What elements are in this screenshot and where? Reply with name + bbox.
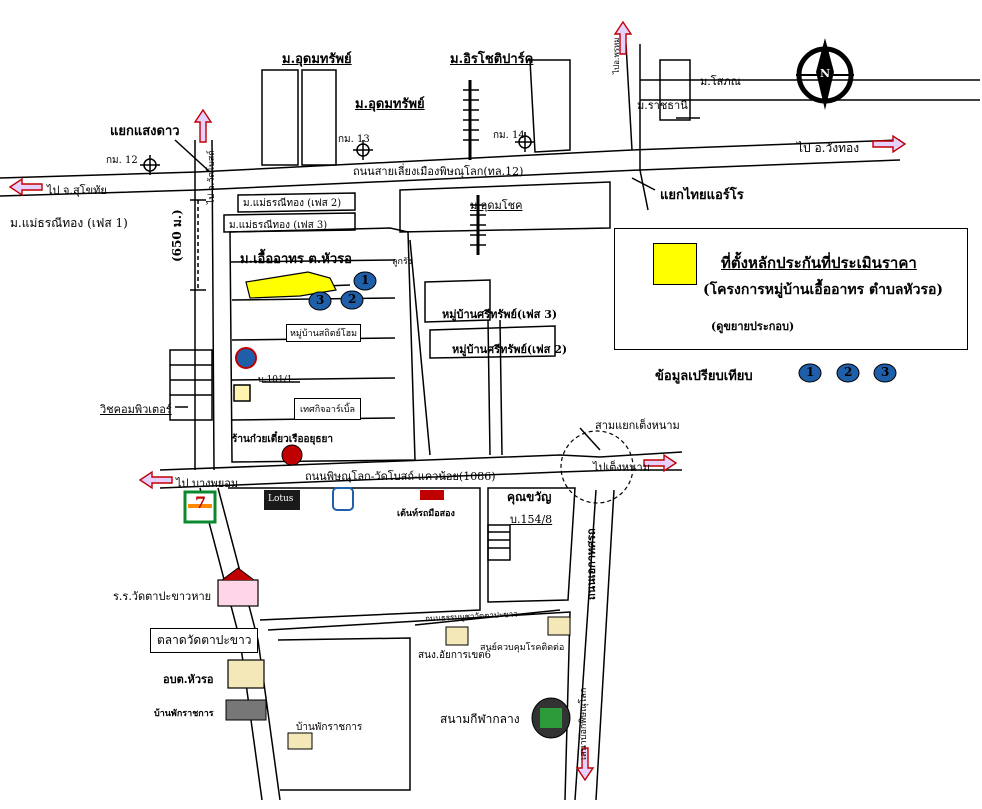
- legend-marker-3-num: 3: [881, 365, 890, 379]
- arrow-east-wangthong: [872, 134, 907, 154]
- legend-swatch: [653, 243, 697, 285]
- compare-marker-3: [308, 291, 332, 311]
- label-official-house-2: บ้านพักราชการ: [296, 722, 363, 733]
- legend-subtitle: (โครงการหมู่บ้านเอื้ออาทร ตำบลหัวรอ): [703, 282, 944, 298]
- label-srisap-3: หมู่บ้านศรีทรัพย์(เฟส 3): [442, 308, 558, 321]
- label-maethorn-1: ม.แม่ธรณีทอง (เฟส 1): [10, 216, 128, 230]
- label-to-bangkrathum: ไป บางพยอม: [176, 477, 239, 490]
- poi-icons: [183, 347, 571, 750]
- arrow-west-sukhothai: [8, 177, 43, 197]
- label-km12: กม. 12: [106, 155, 138, 166]
- legend-title: ที่ตั้งหลักประกันที่ประเมินราคา: [721, 254, 917, 272]
- label-khunkhwanyu: คุณขวัญ: [507, 490, 552, 504]
- label-udomchok: ม.อุดมโชค: [470, 199, 523, 212]
- legend-marker-2-num: 2: [844, 365, 853, 379]
- road-lines: [0, 43, 980, 801]
- gas-station-icon: [235, 347, 257, 369]
- north-compass: [796, 38, 854, 110]
- label-udomsap-2: ม.อุดมทรัพย์: [355, 97, 425, 112]
- tengnam-circle: [560, 430, 634, 504]
- label-office-zone6: สนง.อัยการเขต6: [418, 650, 492, 661]
- label-market: ตลาดวัดตาปะขาว: [150, 628, 259, 653]
- label-srisap-2: หมู่บ้านศรีทรัพย์(เฟส 2): [452, 343, 568, 356]
- label-road-1086: ถนนพิษณุโลก-วัดโบสถ์-แควน้อย(1086): [305, 470, 496, 483]
- label-tengnam: สามแยกเต็งหนาม: [595, 419, 680, 432]
- house-icon: [233, 384, 251, 402]
- label-to-tengnam: ไปเต็งหนาม: [593, 461, 650, 474]
- label-maethorn-2: ม.แม่ธรณีทอง (เฟส 2): [243, 198, 342, 209]
- label-house-154: บ.154/8: [510, 513, 553, 526]
- label-road-right-2: เสนาบ๊อกพิษณุโลก: [579, 687, 589, 760]
- zone-office-icon: [445, 626, 469, 646]
- compare-label: ข้อมูลเปรียบเทียบ: [655, 369, 753, 384]
- bank-logo-icon: [332, 487, 354, 511]
- official-house-icon: [225, 699, 267, 721]
- map-marker-1-num: 1: [361, 273, 370, 287]
- arrow-south-road: [575, 747, 595, 782]
- label-center: สนย์ควบคุมโรคติดต่อ: [480, 643, 565, 653]
- label-maethorn-3: ม.แม่ธรณีทอง (เฟส 3): [229, 220, 328, 231]
- legend-note: (ดูขยายประกอบ): [711, 320, 795, 333]
- label-village-small: หมู่บ้านสถิตย์โฮม: [286, 324, 362, 342]
- arrow-north-left-road: [193, 108, 213, 143]
- disease-center-icon: [547, 616, 571, 636]
- label-noodle-shop: ร้านก๋วยเตี๋ยวเรืออยุธยา: [232, 434, 333, 445]
- label-kaniang: ลูกรัง: [392, 257, 413, 267]
- label-km14: กม. 14: [493, 130, 525, 141]
- label-saengdao: แยกแสงดาว: [110, 124, 180, 139]
- arrow-north-right-road: [613, 20, 633, 55]
- label-km13: กม. 13: [338, 134, 370, 145]
- label-official-house: บ้านพักราชการ: [154, 709, 214, 719]
- label-house-no: บ.101/1: [258, 375, 293, 385]
- label-to-wangthong: ไป อ.วังทอง: [797, 141, 860, 155]
- compare-marker-2: [340, 290, 364, 310]
- arrow-east-tengnam: [643, 453, 678, 473]
- label-stadium: สนามกีฬากลาง: [440, 712, 520, 726]
- label-irichot: ม.อิรโชติปาร์ค: [450, 52, 534, 67]
- label-road-phuthai: ไปอ.พรหม: [612, 37, 621, 74]
- sao-building-icon: [227, 659, 265, 689]
- lotus-logo-icon: [264, 490, 300, 510]
- legend-marker-1-num: 1: [806, 365, 815, 379]
- label-length: (650 ม.): [170, 209, 184, 262]
- label-to-sukhothai: ไป จ.สุโขทัย: [47, 184, 107, 197]
- legend-box: ที่ตั้งหลักประกันที่ประเมินราคา (โครงการ…: [614, 228, 968, 350]
- map-marker-3-num: 3: [316, 293, 325, 307]
- label-mosaphon: ม.โสภณ: [700, 75, 741, 88]
- label-commerce-tech: วิชคอมพิวเตอร์: [100, 403, 172, 416]
- label-rachathani: ม.ราชธานี: [637, 99, 688, 112]
- label-eua-arthorn: ม.เอื้ออาทร ต.หัวรอ: [240, 252, 352, 267]
- label-road-right: ถนนเอกาทศรถ: [585, 528, 598, 600]
- direction-arrows: [8, 20, 907, 782]
- compare-marker-1: [353, 271, 377, 291]
- label-road-wat-bot: ไป อ.วัดโบสถ์: [207, 150, 217, 204]
- label-paint-shop: เต้นท์รถมือสอง: [397, 509, 455, 519]
- label-sao-huaro: อบต.หัวรอ: [163, 673, 214, 686]
- label-office: เทศกิจอาร์เบิ้ล: [294, 398, 362, 420]
- arrow-west-bangkrathum: [138, 470, 173, 490]
- label-seven-eleven: 7: [195, 493, 207, 512]
- label-highway-12: ถนนสายเลี่ยงเมืองพิษณุโลก(ทล.12): [353, 165, 524, 178]
- km-marker-symbols: [140, 132, 535, 175]
- label-compass-n: N: [820, 67, 831, 80]
- school-icon: [217, 579, 259, 607]
- label-school: ร.ร.วัดตาปะขาวหาย: [113, 590, 212, 603]
- restaurant-icon: [281, 444, 303, 466]
- car-icon: [420, 490, 444, 500]
- label-thaiaero: แยกไทยแอร์โร: [660, 188, 744, 203]
- map-marker-2-num: 2: [348, 292, 357, 306]
- label-lotus: Lotus: [268, 494, 294, 504]
- label-udomsap-1: ม.อุดมทรัพย์: [282, 52, 352, 67]
- comparison-markers: [308, 271, 377, 311]
- official-house-2-icon: [287, 732, 313, 750]
- subject-property: [245, 271, 337, 299]
